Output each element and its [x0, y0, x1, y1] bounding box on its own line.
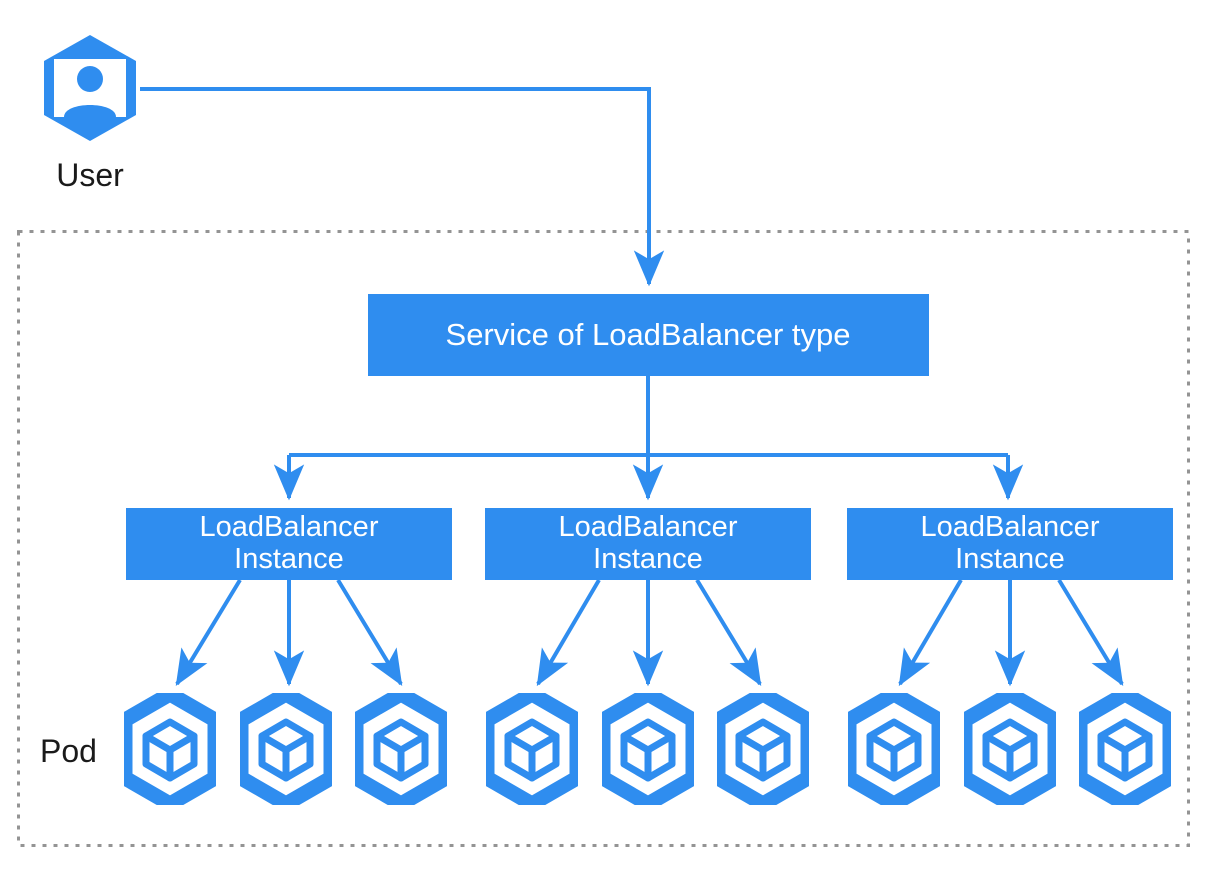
user-label: User: [56, 157, 124, 193]
connector-lb2-to-pod3: [695, 578, 762, 687]
user-hexagon-icon: [44, 35, 136, 141]
pod-icon-3-1[interactable]: [849, 694, 939, 804]
pod-icon-3-3[interactable]: [1080, 694, 1170, 804]
pod-icon-3-2[interactable]: [965, 694, 1055, 804]
pod-group-label: Pod: [40, 733, 97, 769]
loadbalancer-instance-box-3[interactable]: [847, 508, 1173, 580]
pod-icon-1-2[interactable]: [241, 694, 331, 804]
service-box-label: Service of LoadBalancer type: [446, 317, 851, 352]
pod-icon-2-1[interactable]: [487, 694, 577, 804]
loadbalancer-instance-box-2[interactable]: [485, 508, 811, 580]
connector-lb2-to-pod1: [536, 578, 601, 687]
loadbalancer-instance-2-line1: LoadBalancer: [559, 511, 738, 543]
loadbalancer-instance-1-line2: Instance: [234, 543, 344, 575]
loadbalancer-instance-1-line1: LoadBalancer: [200, 511, 379, 543]
loadbalancer-instance-3-line1: LoadBalancer: [921, 511, 1100, 543]
pod-icon-1-3[interactable]: [356, 694, 446, 804]
connector-lb1-to-pod1: [175, 578, 242, 687]
connector-lb3-to-pod1: [898, 578, 963, 687]
cluster-boundary: [17, 230, 1190, 847]
pod-icon-1-1[interactable]: [125, 694, 215, 804]
pod-icon-2-2[interactable]: [603, 694, 693, 804]
loadbalancer-instance-2-line2: Instance: [593, 543, 703, 575]
loadbalancer-instance-3-line2: Instance: [955, 543, 1065, 575]
pod-icon-2-3[interactable]: [718, 694, 808, 804]
connector-user-to-service: [140, 87, 665, 287]
connector-lb3-to-pod3: [1057, 578, 1124, 687]
connector-lb1-to-pod3: [336, 578, 403, 687]
loadbalancer-instance-box-1[interactable]: [126, 508, 452, 580]
service-box[interactable]: [368, 294, 929, 376]
